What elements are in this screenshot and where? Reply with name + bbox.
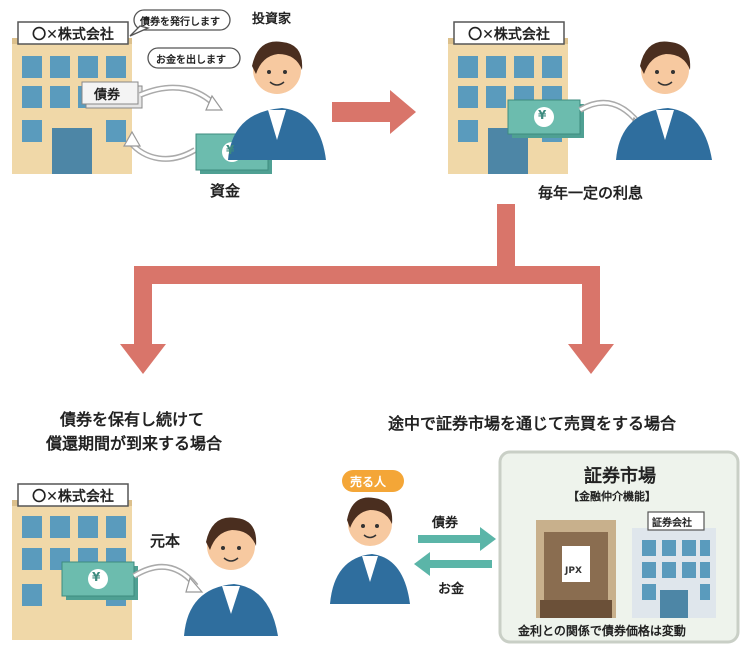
banknotes-interest	[507, 99, 584, 138]
seller-figure	[330, 497, 410, 604]
seller-badge: 売る人	[350, 475, 387, 489]
broker-building	[632, 528, 716, 618]
arrow-bond-to-market	[418, 527, 496, 551]
broker-sign	[647, 511, 705, 531]
funds-label: 資金	[210, 182, 241, 200]
company-sign-bottom	[17, 483, 129, 507]
investor-figure-top	[228, 41, 326, 160]
speech-bubble-issue-text: 債券を発行します	[140, 17, 220, 28]
banknotes-principal	[61, 561, 138, 600]
bond-label: 債券	[94, 88, 121, 103]
market-note: 金利との関係で債券価格は変動	[518, 624, 686, 638]
investor-figure-top-right	[616, 41, 712, 160]
exchange-sign: JPX	[565, 566, 582, 576]
yen-mark-1: ¥	[226, 143, 235, 157]
speech-bubble-issue	[129, 9, 231, 37]
interest-label: 毎年一定の利息	[538, 184, 644, 202]
speech-bubble-pay-text: お金を出します	[156, 55, 226, 66]
branch-arrow	[120, 204, 614, 374]
arrow-money-to-seller	[414, 552, 492, 576]
principal-label: 元本	[150, 532, 181, 550]
case-hold-line1: 債券を保有し続けて	[60, 410, 205, 429]
flow-bond-label: 債券	[432, 516, 459, 531]
seller-badge-shape	[342, 470, 404, 492]
company-sign-text-top: 〇✕株式会社	[32, 27, 114, 43]
company-sign-text-top-right: 〇✕株式会社	[468, 27, 550, 43]
exchange-building	[536, 520, 616, 618]
flow-arrow-right	[332, 90, 416, 134]
flow-money-label: お金	[438, 582, 465, 597]
investor-label: 投資家	[252, 12, 292, 27]
broker-sign-text: 証券会社	[652, 518, 692, 529]
speech-bubble-pay	[147, 47, 241, 69]
company-sign-text-bottom: 〇✕株式会社	[32, 489, 114, 505]
investor-figure-bottom-left	[184, 517, 278, 636]
yen-mark-2: ¥	[538, 108, 547, 122]
case-sell-title: 途中で証券市場を通じて売買をする場合	[388, 414, 677, 433]
yen-mark-3: ¥	[92, 570, 101, 584]
market-subtitle: 【金融仲介機能】	[568, 490, 656, 503]
bond-certificate	[81, 81, 143, 109]
market-title: 証券市場	[584, 466, 656, 487]
company-sign-top-right	[453, 21, 565, 45]
case-hold-line2: 償還期間が到来する場合	[46, 434, 223, 453]
company-sign-top	[17, 21, 129, 45]
